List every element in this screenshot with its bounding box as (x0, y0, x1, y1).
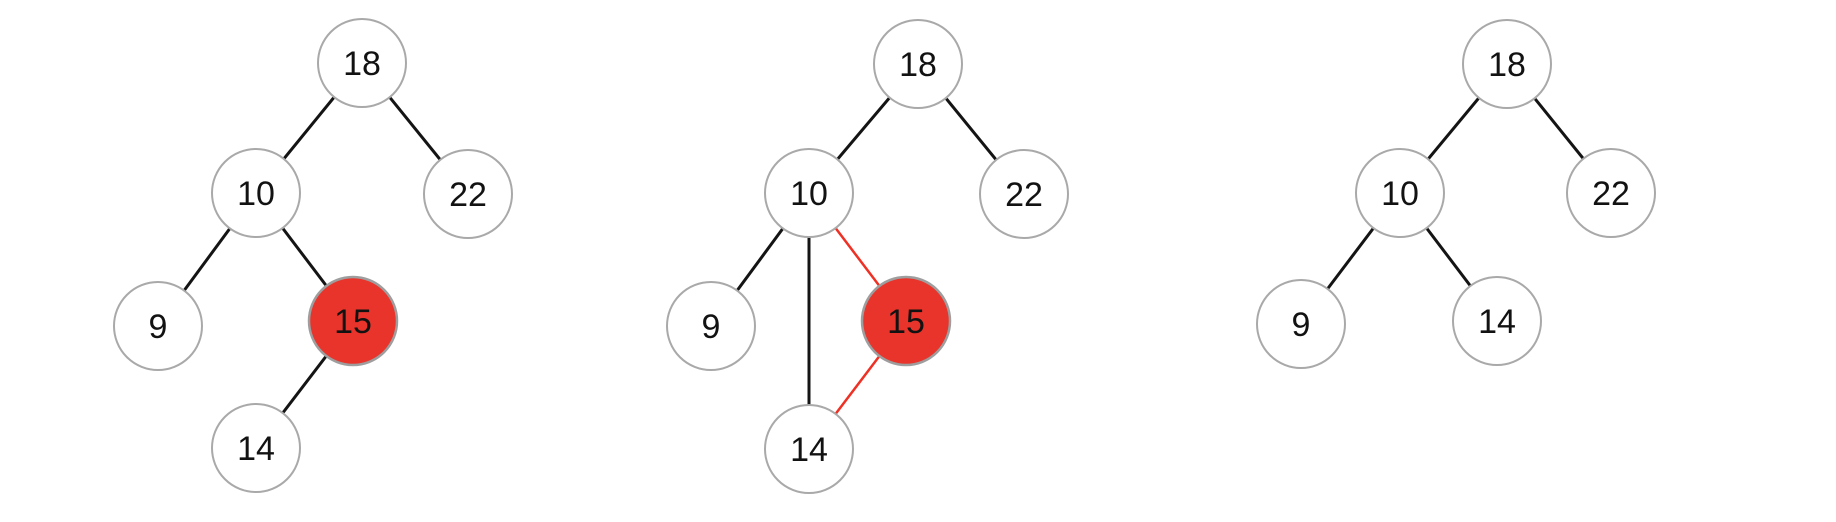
node-label-15: 15 (334, 303, 372, 341)
node-label-18: 18 (1488, 46, 1526, 84)
node-label-10: 10 (1381, 175, 1419, 213)
node-label-22: 22 (1005, 176, 1043, 214)
node-circle-10 (1355, 148, 1445, 238)
tree-step3-after-node-9: 9 (1256, 279, 1346, 369)
node-circle-15 (307, 275, 399, 367)
node-circle-15 (860, 275, 952, 367)
tree-step3-after-node-14: 14 (1452, 276, 1542, 366)
node-circle-22 (979, 149, 1069, 239)
tree-step1-before-node-9: 9 (113, 281, 203, 371)
tree-step1-before-node-10: 10 (211, 148, 301, 238)
node-circle-18 (873, 19, 963, 109)
tree-step2-relink-node-9: 9 (666, 281, 756, 371)
node-circle-9 (666, 281, 756, 371)
tree-step2-relink-node-14: 14 (764, 404, 854, 494)
tree-step3-after: 18 10 22 9 14 (1256, 19, 1656, 369)
tree-step1-before: 18 10 22 9 15 14 (113, 18, 513, 493)
node-circle-18 (317, 18, 407, 108)
node-circle-10 (211, 148, 301, 238)
node-label-14: 14 (1478, 303, 1516, 341)
node-circle-9 (113, 281, 203, 371)
node-label-10: 10 (790, 175, 828, 213)
node-circle-14 (764, 404, 854, 494)
node-label-18: 18 (343, 45, 381, 83)
tree-step2-relink-node-22: 22 (979, 149, 1069, 239)
node-label-9: 9 (1292, 306, 1311, 344)
node-circle-18 (1462, 19, 1552, 109)
node-circle-22 (423, 149, 513, 239)
tree-step3-after-node-10: 10 (1355, 148, 1445, 238)
tree-step1-before-node-14: 14 (211, 403, 301, 493)
tree-step2-relink: 18 10 22 9 15 14 (666, 19, 1069, 494)
tree-step2-relink-node-15: 15 (860, 275, 952, 367)
node-circle-14 (211, 403, 301, 493)
tree-step3-after-node-22: 22 (1566, 148, 1656, 238)
tree-step1-before-node-15: 15 (307, 275, 399, 367)
node-circle-9 (1256, 279, 1346, 369)
node-label-22: 22 (449, 176, 487, 214)
node-label-15: 15 (887, 303, 925, 341)
tree-step1-before-node-22: 22 (423, 149, 513, 239)
node-circle-22 (1566, 148, 1656, 238)
node-label-18: 18 (899, 46, 937, 84)
node-circle-14 (1452, 276, 1542, 366)
node-label-14: 14 (237, 430, 275, 468)
node-label-14: 14 (790, 431, 828, 469)
node-label-22: 22 (1592, 175, 1630, 213)
node-label-9: 9 (149, 308, 168, 346)
tree-step1-before-node-18: 18 (317, 18, 407, 108)
node-circle-10 (764, 148, 854, 238)
tree-step2-relink-node-18: 18 (873, 19, 963, 109)
node-label-10: 10 (237, 175, 275, 213)
node-label-9: 9 (702, 308, 721, 346)
tree-step3-after-node-18: 18 (1462, 19, 1552, 109)
tree-step2-relink-node-10: 10 (764, 148, 854, 238)
